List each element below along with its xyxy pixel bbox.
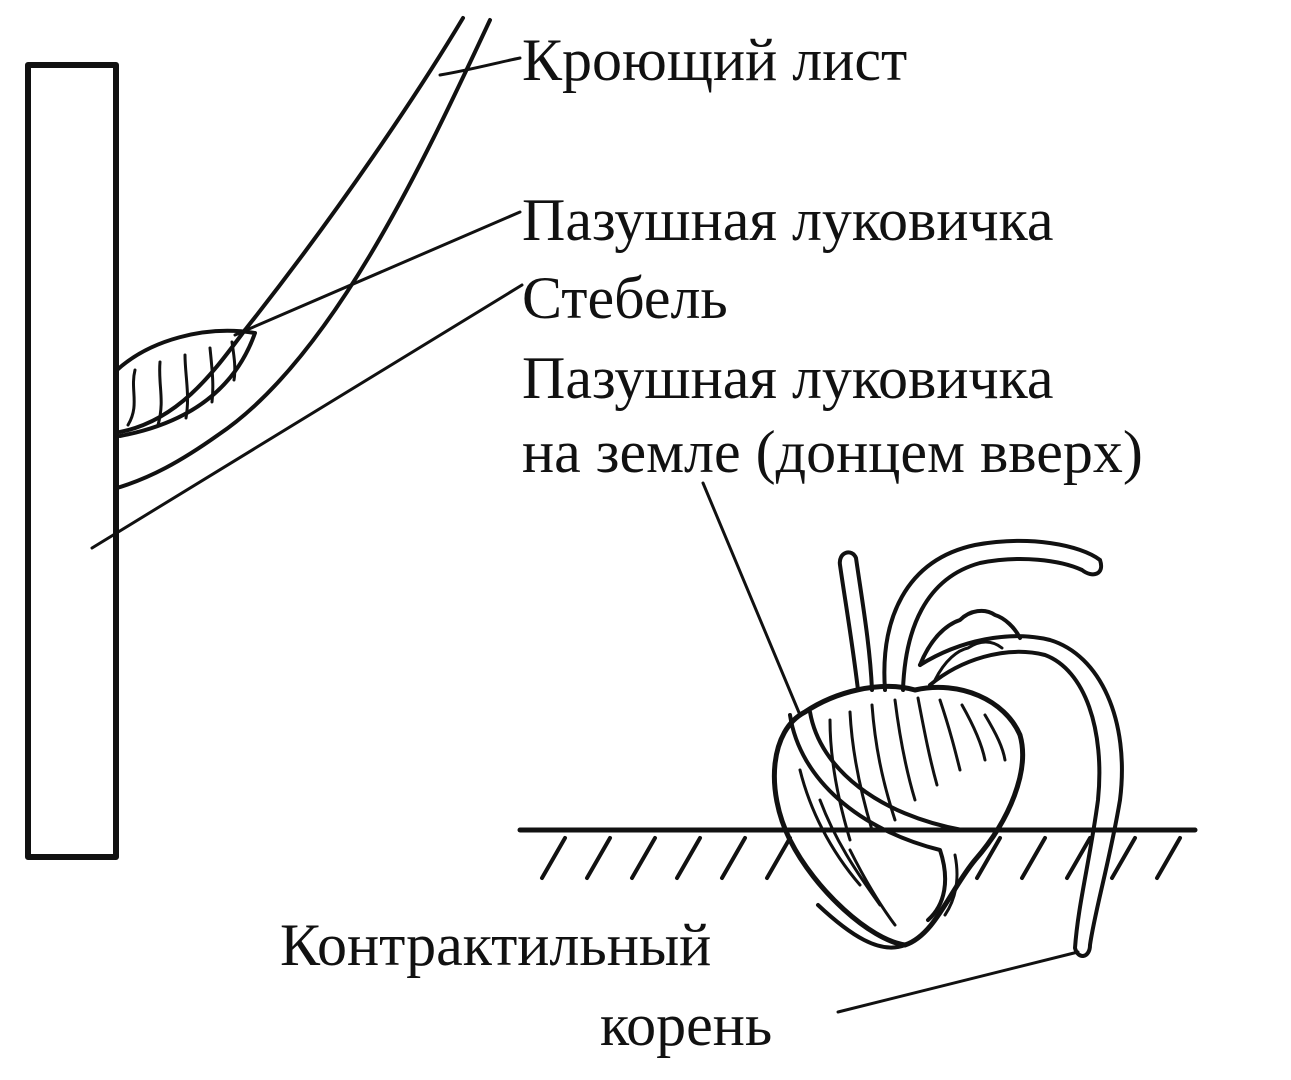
label-axillary-bulblet-ground-line2: на земле (донцем вверх) [522,419,1143,485]
label-contractile-root-line2: корень [600,992,773,1058]
axillary-bulblet-scale [183,353,190,420]
stem-rect [25,62,119,860]
sprout-leaf-left [837,550,874,692]
covering-leaf-outer-edge [243,16,465,332]
label-covering-leaf: Кроющий лист [522,27,908,93]
ground-bulblet-wrapping-scale [808,710,964,832]
label-axillary-bulblet-ground-line1: Пазушная луковичка [522,345,1054,411]
axillary-bulblet-outline [115,328,257,438]
axillary-bulblet-scale [230,340,237,382]
ground-hatching [540,836,1182,880]
leader-axillary-bulblet [233,210,522,337]
leader-stem [90,283,524,550]
axillary-bulblet-scale [156,360,163,427]
label-stem: Стебель [522,265,728,331]
sprout-root-wavy-tip [918,608,1022,667]
axillary-bulblet-scale [126,368,137,427]
ground-bulblet-base [816,903,907,950]
axillary-bulblet-scale [208,346,215,404]
leader-contractile-root [836,950,1080,1014]
ground-bulblet-body [771,683,1026,948]
sprout-root-wavy-tip [933,640,1004,682]
ground-bulblet-wrapping-scale [788,713,948,922]
covering-leaf-lower-edge [118,328,247,434]
leader-covering-leaf [438,56,522,77]
sprout-root-curved [918,634,1124,958]
ground-bulblet-stripes [798,696,1007,927]
sprout-leaf-curved [882,539,1104,692]
label-contractile-root-line1: Контрактильный [280,912,712,978]
covering-leaf-inner-edge [115,18,492,490]
leader-ground-bulblet [701,481,802,717]
label-axillary-bulblet: Пазушная луковичка [522,187,1054,253]
